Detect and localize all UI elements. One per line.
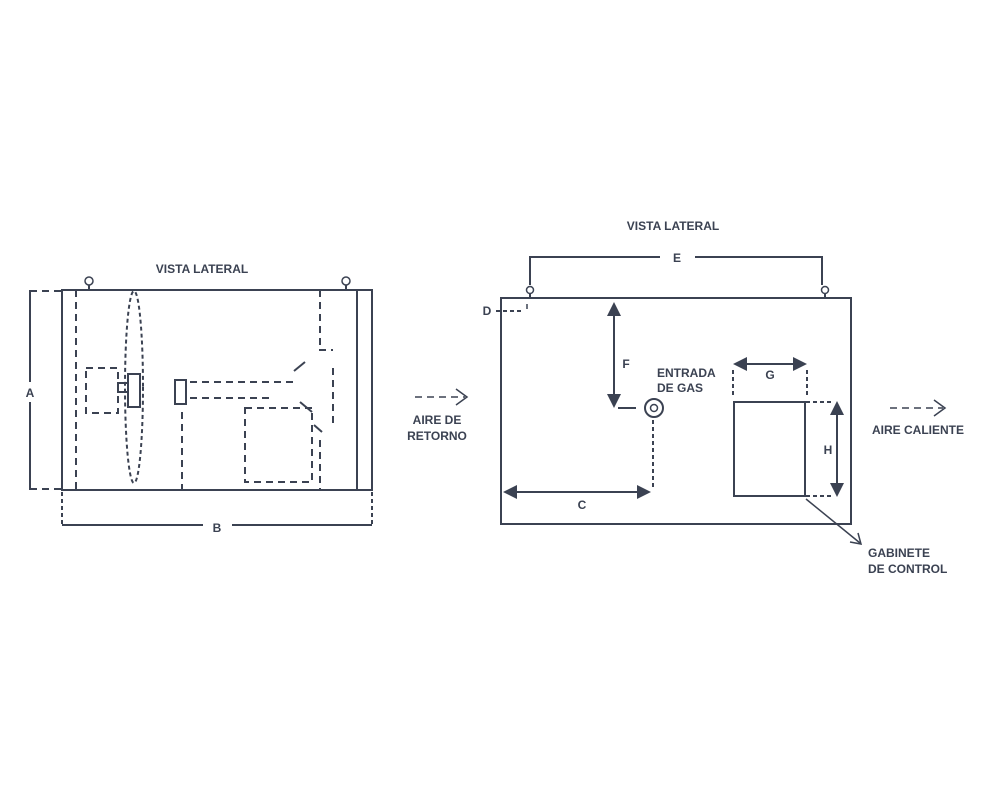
return-air-indicator: AIRE DE RETORNO — [407, 388, 469, 443]
gas-inlet-label-2: DE GAS — [657, 381, 703, 395]
arrow-right-icon — [933, 399, 947, 417]
gas-inlet-label-1: ENTRADA — [657, 366, 716, 380]
hot-air-label: AIRE CALIENTE — [872, 423, 964, 437]
control-cabinet-label-1: GABINETE — [868, 546, 930, 560]
left-housing — [61, 289, 373, 491]
dim-e-label: E — [673, 251, 681, 265]
dim-f-label: F — [622, 357, 629, 371]
dimension-b: B — [61, 492, 373, 535]
leader-arrow-icon — [849, 532, 863, 545]
dim-g-label: G — [765, 368, 774, 382]
dim-d-label: D — [483, 304, 492, 318]
control-cabinet-label-2: DE CONTROL — [868, 562, 947, 576]
dim-b-label: B — [213, 521, 222, 535]
left-side-view: VISTA LATERAL — [26, 262, 373, 535]
dim-h-label: H — [824, 443, 833, 457]
hanging-ring-icon — [84, 276, 94, 290]
right-housing — [500, 297, 852, 525]
burner-exchanger — [174, 349, 334, 490]
dimension-a: A — [26, 290, 62, 490]
return-air-label-2: RETORNO — [407, 429, 467, 443]
control-cabinet — [733, 401, 806, 497]
hanging-ring-icon — [341, 276, 351, 290]
gas-inlet-icon — [644, 398, 664, 418]
right-side-view: VISTA LATERAL E D F ENTRADA DE GAS C — [483, 219, 948, 576]
hanging-ring-icon — [820, 285, 830, 298]
arrow-right-icon — [455, 388, 469, 406]
dim-c-label: C — [578, 498, 587, 512]
fan-assembly — [85, 290, 144, 484]
right-view-title: VISTA LATERAL — [627, 219, 719, 233]
left-view-title: VISTA LATERAL — [156, 262, 248, 276]
hot-air-indicator: AIRE CALIENTE — [872, 399, 964, 437]
return-air-label-1: AIRE DE — [413, 413, 462, 427]
hanging-ring-icon — [525, 285, 535, 298]
dim-a-label: A — [26, 386, 35, 400]
